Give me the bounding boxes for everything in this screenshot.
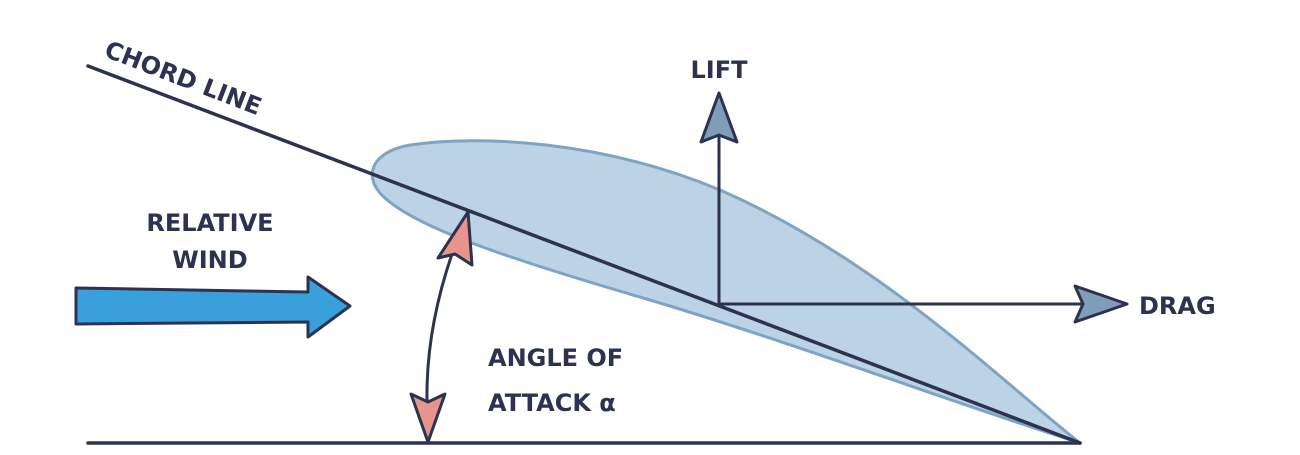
relative-wind-label-line1: RELATIVE: [146, 209, 273, 237]
angle-arrowhead-bottom: [409, 392, 447, 444]
lift-label: LIFT: [691, 56, 749, 84]
relative-wind-arrow: [74, 275, 352, 339]
relative-wind-label-line2: WIND: [172, 246, 247, 274]
drag-arrowhead: [1073, 284, 1129, 324]
angle-of-attack-label-line1: ANGLE OF: [488, 344, 623, 372]
drag-label: DRAG: [1139, 292, 1216, 320]
angle-arc: [425, 252, 454, 402]
angle-arrowhead-top: [436, 210, 474, 267]
lift-arrowhead: [699, 91, 739, 144]
chord-line-label: CHORD LINE: [101, 35, 266, 120]
airfoil: [370, 139, 1082, 445]
chord-line: [86, 64, 1082, 445]
angle-of-attack-label-line2: ATTACK α: [488, 389, 616, 417]
